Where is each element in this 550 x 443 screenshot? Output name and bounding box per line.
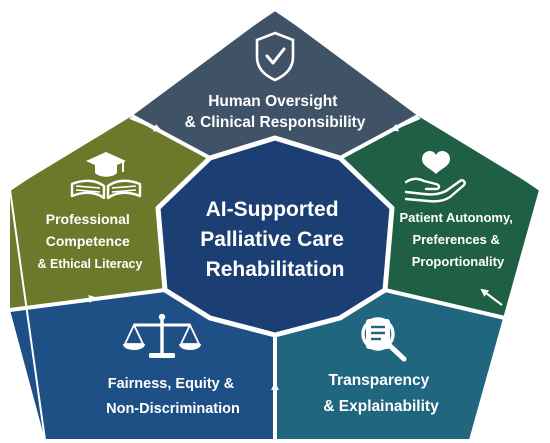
- shield-check-icon: [255, 31, 295, 82]
- scales-icon: [123, 313, 201, 358]
- segment-human-oversight-shape: [132, 10, 418, 158]
- arrow-left: [51, 295, 97, 307]
- segment-patient-autonomy-shape: [340, 116, 540, 318]
- segment-patient-autonomy: Patient Autonomy, Preferences & Proporti…: [340, 116, 540, 318]
- segment-professional-competence-shape: [10, 116, 210, 310]
- center-title: AI-Supported Palliative Care Rehabilitat…: [200, 198, 349, 281]
- document-magnifier-icon: [361, 317, 407, 362]
- segment-fairness-shape: [10, 290, 275, 440]
- pentagon-outline: [8, 8, 542, 441]
- center-heptagon: [155, 135, 395, 338]
- arrow-right: [480, 288, 503, 306]
- segment-transparency: Transparency & Explainability: [275, 290, 505, 440]
- segment-fairness: Fairness, Equity & Non-Discrimination: [10, 290, 275, 440]
- graduation-book-icon: [70, 152, 142, 200]
- segment-professional-competence: Professional Competence & Ethical Litera…: [10, 116, 210, 310]
- arrow-top-left: [129, 116, 162, 132]
- segment-patient-autonomy-label: Patient Autonomy, Preferences & Proporti…: [399, 210, 516, 269]
- connector-arrows: [51, 116, 503, 420]
- arrow-top-right: [390, 116, 421, 132]
- segment-transparency-label: Transparency & Explainability: [323, 372, 439, 415]
- segment-human-oversight: Human Oversight & Clinical Responsibilit…: [132, 10, 418, 158]
- segment-fairness-label: Fairness, Equity & Non-Discrimination: [106, 376, 240, 417]
- segment-transparency-shape: [275, 290, 505, 440]
- hand-heart-icon: [404, 151, 466, 203]
- segment-professional-competence-label: Professional Competence & Ethical Litera…: [38, 211, 143, 271]
- center-node: AI-Supported Palliative Care Rehabilitat…: [155, 135, 395, 338]
- segment-human-oversight-label: Human Oversight & Clinical Responsibilit…: [185, 93, 366, 131]
